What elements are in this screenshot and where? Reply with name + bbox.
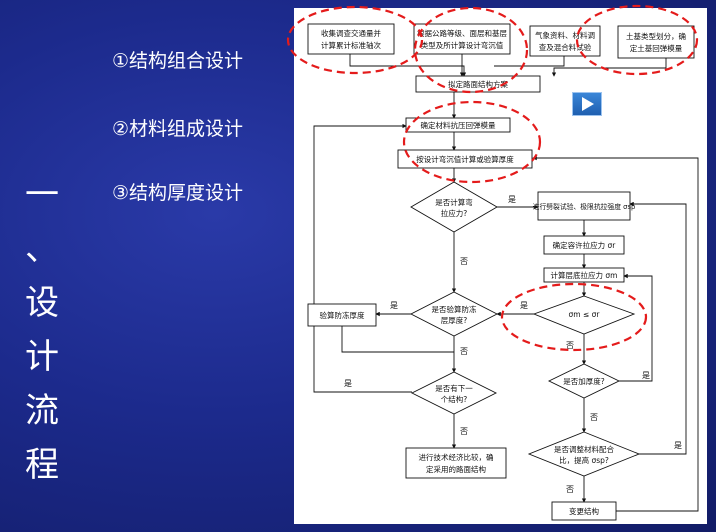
allowable-text: 确定容许拉应力 σr	[553, 240, 617, 250]
traffic-line-2: 计算累计标准轴次	[321, 40, 381, 50]
adjust-line-1: 是否调整材料配合	[554, 444, 614, 454]
change-text: 变更结构	[569, 506, 599, 516]
slide-title: 一 、 设 计 流 程	[20, 168, 64, 492]
label-no: 否	[566, 485, 574, 494]
thickness-text: 按设计弯沉值计算或验算厚度	[416, 154, 514, 164]
subgrade-line-1: 土基类型划分，确	[626, 31, 686, 41]
frost-text: 验算防冻厚度	[320, 310, 365, 320]
grade-line-2: 类型及所计算设计弯沉值	[421, 40, 504, 50]
tensile-line-1: 是否计算弯	[435, 197, 473, 207]
box-splitting	[537, 191, 631, 221]
traffic-line-1: 收集调查交通量并	[321, 28, 381, 38]
decision-adjust	[527, 431, 641, 477]
decision-thicken	[547, 363, 621, 399]
title-char: 、	[25, 229, 59, 269]
box-layer-stress	[543, 267, 625, 283]
tensile-line-2: 拉应力?	[441, 208, 467, 218]
econ-line-1: 进行技术经济比较，确	[419, 452, 494, 462]
next-line-1: 是否有下一	[435, 383, 473, 393]
decision-frost	[410, 291, 498, 337]
label-no: 否	[460, 427, 468, 436]
play-button[interactable]	[572, 92, 602, 116]
flowchart: 收集调查交通量并 计算累计标准轴次 根据公路等级、面层和基层 类型及所计算设计弯…	[307, 23, 699, 521]
decision-tensile	[410, 181, 498, 233]
box-frost	[307, 303, 377, 327]
box-econ	[405, 447, 507, 479]
flowchart-panel: 收集调查交通量并 计算累计标准轴次 根据公路等级、面层和基层 类型及所计算设计弯…	[294, 8, 707, 524]
label-yes: 是	[642, 371, 650, 380]
label-yes: 是	[674, 441, 682, 450]
title-char: 设	[25, 283, 59, 323]
climate-line-2: 查及混合料试验	[539, 42, 592, 52]
thicken-text: 是否加厚度?	[563, 376, 604, 386]
label-no: 否	[590, 413, 598, 422]
flow-decisions	[410, 181, 641, 477]
frost-line-1: 是否验算防冻	[432, 304, 477, 314]
modulus-text: 确定材料抗压回弹模量	[421, 120, 496, 130]
step-structure-combination: ①结构组合设计	[112, 50, 244, 72]
flow-branch-labels: 是 否 是 是 否 否 是 是 否 否 是 否	[344, 195, 682, 494]
title-char: 程	[25, 445, 59, 485]
box-change	[551, 501, 617, 521]
grade-line-1: 根据公路等级、面层和基层	[417, 28, 507, 38]
play-triangle-icon	[582, 97, 594, 111]
title-char: 计	[25, 337, 59, 377]
box-allowable	[543, 235, 625, 255]
subgrade-line-2: 定土基回弹模量	[630, 43, 683, 53]
frost-line-2: 层厚度?	[441, 315, 467, 325]
label-yes: 是	[520, 301, 528, 310]
label-yes: 是	[390, 301, 398, 310]
box-subgrade	[617, 25, 695, 59]
next-line-2: 个结构?	[441, 394, 467, 404]
flow-boxes	[307, 23, 695, 521]
flow-text: 收集调查交通量并 计算累计标准轴次 根据公路等级、面层和基层 类型及所计算设计弯…	[320, 28, 687, 516]
title-char: 流	[25, 391, 59, 431]
decision-next	[410, 371, 498, 415]
compare-text: σm ≤ σr	[569, 310, 601, 319]
adjust-line-2: 比，提高 σsp?	[559, 455, 609, 465]
label-yes: 是	[344, 379, 352, 388]
splitting-text: 进行劈裂试验、极限抗拉强度 σsp	[533, 202, 636, 211]
label-yes: 是	[508, 195, 516, 204]
step-thickness-design: ③结构厚度设计	[112, 182, 244, 204]
title-char: 一	[25, 175, 59, 215]
plan-text: 拟定路面结构方案	[448, 79, 508, 89]
layer-stress-text: 计算层底拉应力 σm	[551, 270, 618, 280]
step-material-composition: ②材料组成设计	[112, 118, 244, 140]
label-no: 否	[460, 257, 468, 266]
climate-line-1: 气象资料、材料调	[535, 30, 595, 40]
econ-line-2: 定采用的路面结构	[426, 464, 486, 474]
label-no: 否	[566, 341, 574, 350]
label-no: 否	[460, 347, 468, 356]
